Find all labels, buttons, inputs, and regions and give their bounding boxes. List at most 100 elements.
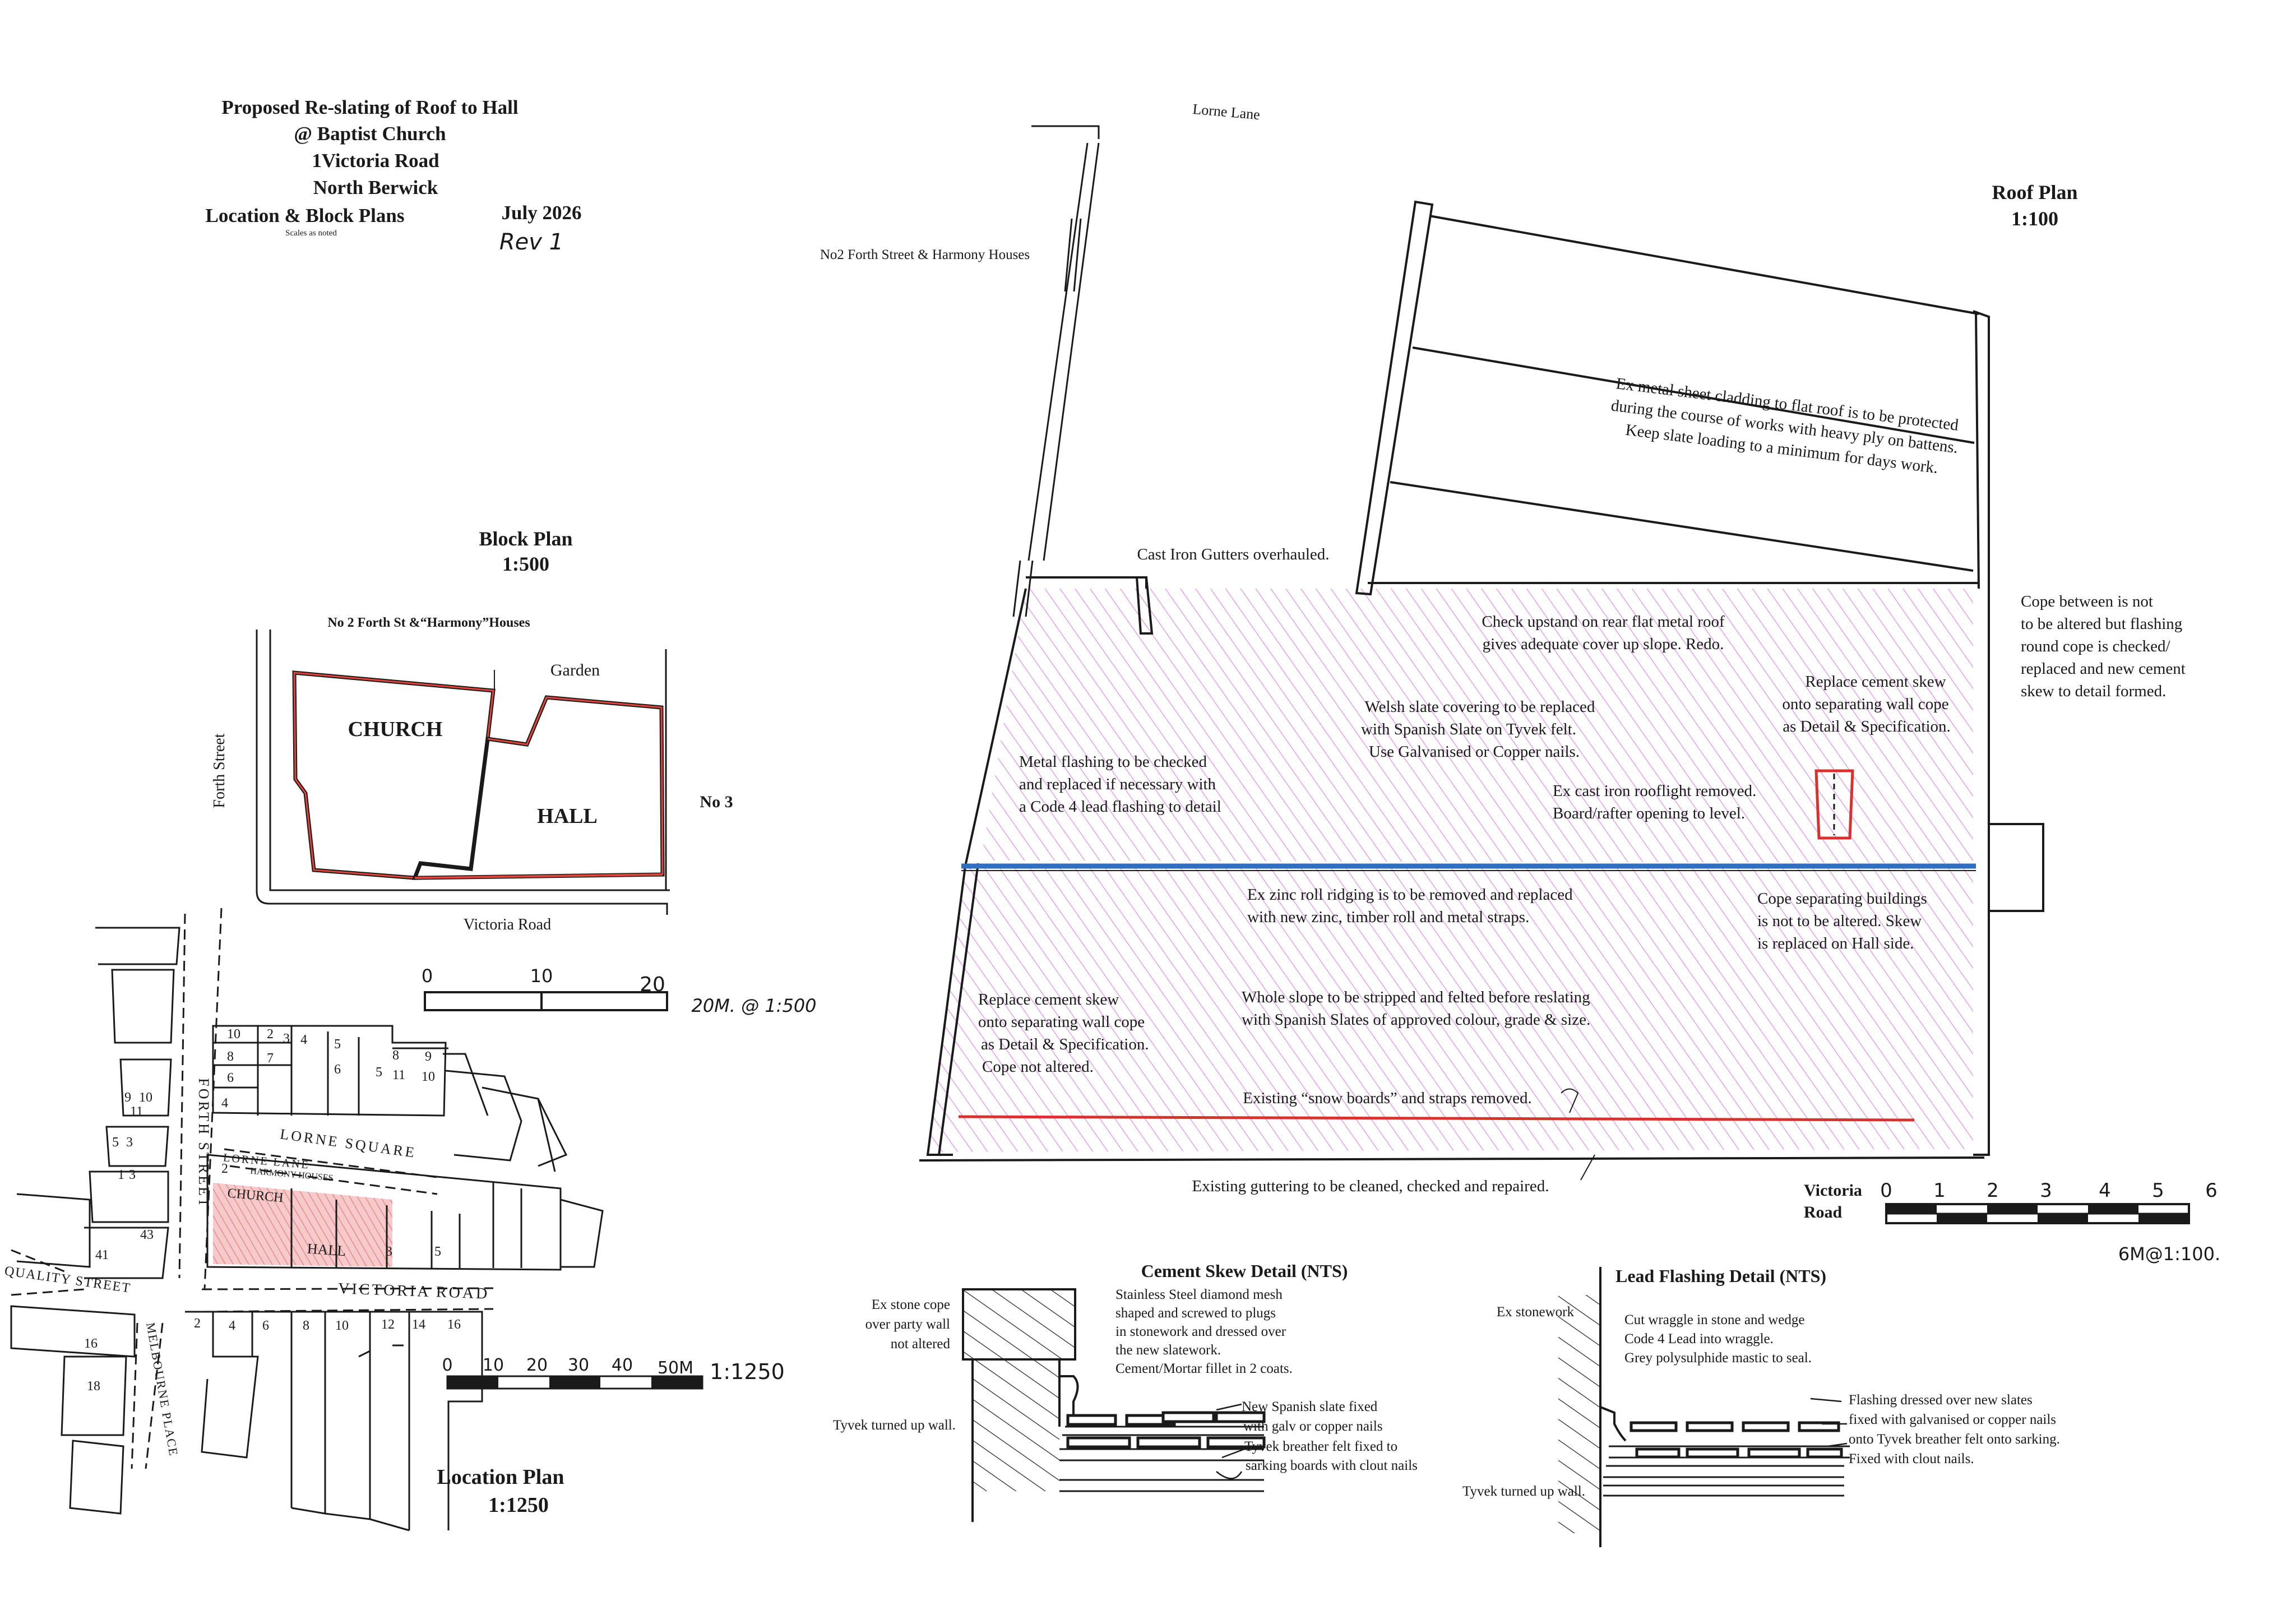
svg-text:sarking boards with clout nail: sarking boards with clout nails <box>1246 1458 1418 1473</box>
roof-plan-title: Roof Plan <box>1992 181 2078 203</box>
hall-label: HALL <box>537 804 598 828</box>
svg-text:gives adequate cover up slope.: gives adequate cover up slope. Redo. <box>1483 635 1724 653</box>
svg-text:is not to be altered. Skew: is not to be altered. Skew <box>1757 912 1922 930</box>
svg-text:Grey polysulphide mastic to se: Grey polysulphide mastic to seal. <box>1624 1350 1812 1366</box>
roof-plan-scalebar: 0 1 2 3 4 5 6 6M@1:100. <box>1880 1179 2220 1265</box>
svg-text:3: 3 <box>129 1168 136 1182</box>
forth-street-label: Forth Street <box>211 733 228 808</box>
svg-text:Victoria: Victoria <box>1804 1181 1862 1200</box>
svg-text:10: 10 <box>483 1355 504 1375</box>
svg-text:9: 9 <box>124 1090 131 1105</box>
svg-text:2: 2 <box>1987 1179 1999 1202</box>
drawing-date: July 2026 <box>502 202 582 224</box>
scales-note: Scales as noted <box>285 229 337 238</box>
svg-text:3: 3 <box>126 1135 133 1150</box>
svg-text:as Detail & Specification.: as Detail & Specification. <box>981 1035 1149 1053</box>
svg-text:8: 8 <box>227 1049 234 1064</box>
svg-text:New Spanish slate fixed: New Spanish slate fixed <box>1242 1399 1378 1414</box>
svg-text:0: 0 <box>442 1355 452 1375</box>
svg-text:onto separating wall cope: onto separating wall cope <box>978 1013 1145 1031</box>
svg-text:Welsh slate covering to be rep: Welsh slate covering to be replaced <box>1365 698 1595 716</box>
title-line-1: Proposed Re-slating of Roof to Hall <box>221 96 518 118</box>
block-plan-scale: 1:500 <box>502 553 549 575</box>
svg-text:8: 8 <box>392 1048 399 1063</box>
cement-skew-detail: Cement Skew Detail (NTS) Ex stone cope o… <box>833 1261 1418 1522</box>
church-label: CHURCH <box>348 718 443 741</box>
svg-text:8: 8 <box>303 1318 309 1333</box>
loc-hall-label: HALL <box>307 1241 346 1260</box>
svg-text:Cope not altered.: Cope not altered. <box>982 1058 1094 1076</box>
svg-text:20: 20 <box>526 1355 548 1375</box>
svg-text:Cement/Mortar fillet in 2 coat: Cement/Mortar fillet in 2 coats. <box>1115 1361 1293 1376</box>
svg-text:2: 2 <box>221 1162 228 1176</box>
no3-label: No 3 <box>700 793 733 811</box>
svg-text:with Spanish Slates of approve: with Spanish Slates of approved colour, … <box>1242 1011 1590 1029</box>
svg-text:replaced and new cement: replaced and new cement <box>2021 660 2186 678</box>
svg-text:2: 2 <box>194 1316 201 1331</box>
svg-text:Use Galvanised or Copper nails: Use Galvanised or Copper nails. <box>1369 743 1580 761</box>
block-plan-title: Block Plan <box>479 528 572 550</box>
svg-text:Ex cast iron rooflight removed: Ex cast iron rooflight removed. <box>1553 782 1756 800</box>
svg-text:16: 16 <box>84 1336 98 1351</box>
svg-text:onto separating wall cope: onto separating wall cope <box>1782 695 1948 713</box>
hall-outline <box>411 695 665 880</box>
svg-text:onto Tyvek breather felt onto: onto Tyvek breather felt onto sarking. <box>1849 1432 2060 1447</box>
revision-mark: Rev 1 <box>499 229 563 255</box>
svg-text:10: 10 <box>530 965 553 987</box>
title-line-2: @ Baptist Church <box>294 123 446 145</box>
location-church-hall-fill <box>213 1183 392 1267</box>
svg-text:the new slatework.: the new slatework. <box>1115 1343 1221 1358</box>
svg-text:40: 40 <box>612 1355 633 1375</box>
lead-flashing-title: Lead Flashing Detail (NTS) <box>1615 1266 1826 1286</box>
svg-text:5: 5 <box>376 1065 382 1080</box>
snow-boards-line <box>958 1115 1915 1122</box>
svg-text:Replace cement skew: Replace cement skew <box>978 991 1119 1008</box>
svg-text:Ex zinc roll ridging is to be: Ex zinc roll ridging is to be removed an… <box>1247 886 1573 904</box>
roof-notes: Ex metal sheet cladding to flat roof is … <box>978 374 2186 1195</box>
svg-text:and replaced if necessary with: and replaced if necessary with <box>1019 775 1216 793</box>
svg-text:11: 11 <box>392 1068 405 1082</box>
svg-text:Board/rafter opening to level.: Board/rafter opening to level. <box>1553 804 1745 822</box>
svg-text:round cope is checked/: round cope is checked/ <box>2021 637 2170 655</box>
svg-text:Tyvek breather felt fixed to: Tyvek breather felt fixed to <box>1244 1439 1397 1454</box>
svg-text:Road: Road <box>1804 1203 1843 1222</box>
neighbour-label: No2 Forth Street & Harmony Houses <box>820 247 1030 262</box>
svg-text:skew to detail formed.: skew to detail formed. <box>2021 682 2166 700</box>
svg-text:is replaced on Hall side.: is replaced on Hall side. <box>1757 934 1914 952</box>
note-guttering: Existing guttering to be cleaned, checke… <box>1192 1177 1549 1195</box>
svg-text:not altered: not altered <box>891 1336 951 1352</box>
block-scale-note: 20M. @ 1:500 <box>691 995 816 1016</box>
note-snow-boards: Existing “snow boards” and straps remove… <box>1243 1089 1531 1107</box>
svg-text:4: 4 <box>221 1096 228 1111</box>
svg-text:9: 9 <box>425 1049 432 1064</box>
svg-text:Code 4 Lead into wraggle.: Code 4 Lead into wraggle. <box>1624 1331 1774 1347</box>
svg-text:with Spanish Slate on Tyvek fe: with Spanish Slate on Tyvek felt. <box>1361 720 1576 738</box>
location-plan-title: Location Plan <box>437 1465 564 1489</box>
svg-text:10: 10 <box>139 1090 152 1105</box>
svg-text:4: 4 <box>300 1033 307 1047</box>
svg-text:10: 10 <box>227 1027 240 1042</box>
location-scale-note: 1:1250 <box>710 1359 785 1384</box>
svg-text:2: 2 <box>267 1027 274 1042</box>
garden-label: Garden <box>550 661 600 679</box>
svg-text:with new zinc, timber roll and: with new zinc, timber roll and metal str… <box>1247 908 1529 926</box>
block-plan: Block Plan 1:500 No 2 Forth St &“Harmony… <box>211 528 817 1016</box>
svg-text:5: 5 <box>2152 1179 2164 1202</box>
block-plan-neighbour-label: No 2 Forth St &“Harmony”Houses <box>327 616 530 630</box>
svg-text:11: 11 <box>130 1104 143 1119</box>
svg-text:16: 16 <box>447 1317 461 1332</box>
cement-tyvek-label: Tyvek turned up wall. <box>833 1418 956 1433</box>
svg-text:5: 5 <box>334 1037 341 1052</box>
svg-text:5: 5 <box>434 1244 441 1259</box>
svg-text:12: 12 <box>381 1317 395 1332</box>
roof-plan: Lorne Lane No2 Forth Street & Harmony Ho… <box>820 101 2220 1265</box>
svg-text:Cope between is not: Cope between is not <box>2021 593 2153 610</box>
svg-text:0: 0 <box>422 965 433 987</box>
svg-text:0: 0 <box>1880 1179 1892 1202</box>
svg-text:Replace cement skew: Replace cement skew <box>1805 673 1946 691</box>
svg-text:Flashing dressed over new slat: Flashing dressed over new slates <box>1849 1392 2033 1408</box>
svg-text:3: 3 <box>386 1244 392 1259</box>
svg-text:43: 43 <box>140 1228 154 1242</box>
svg-text:Whole slope to be stripped and: Whole slope to be stripped and felted be… <box>1242 988 1590 1006</box>
